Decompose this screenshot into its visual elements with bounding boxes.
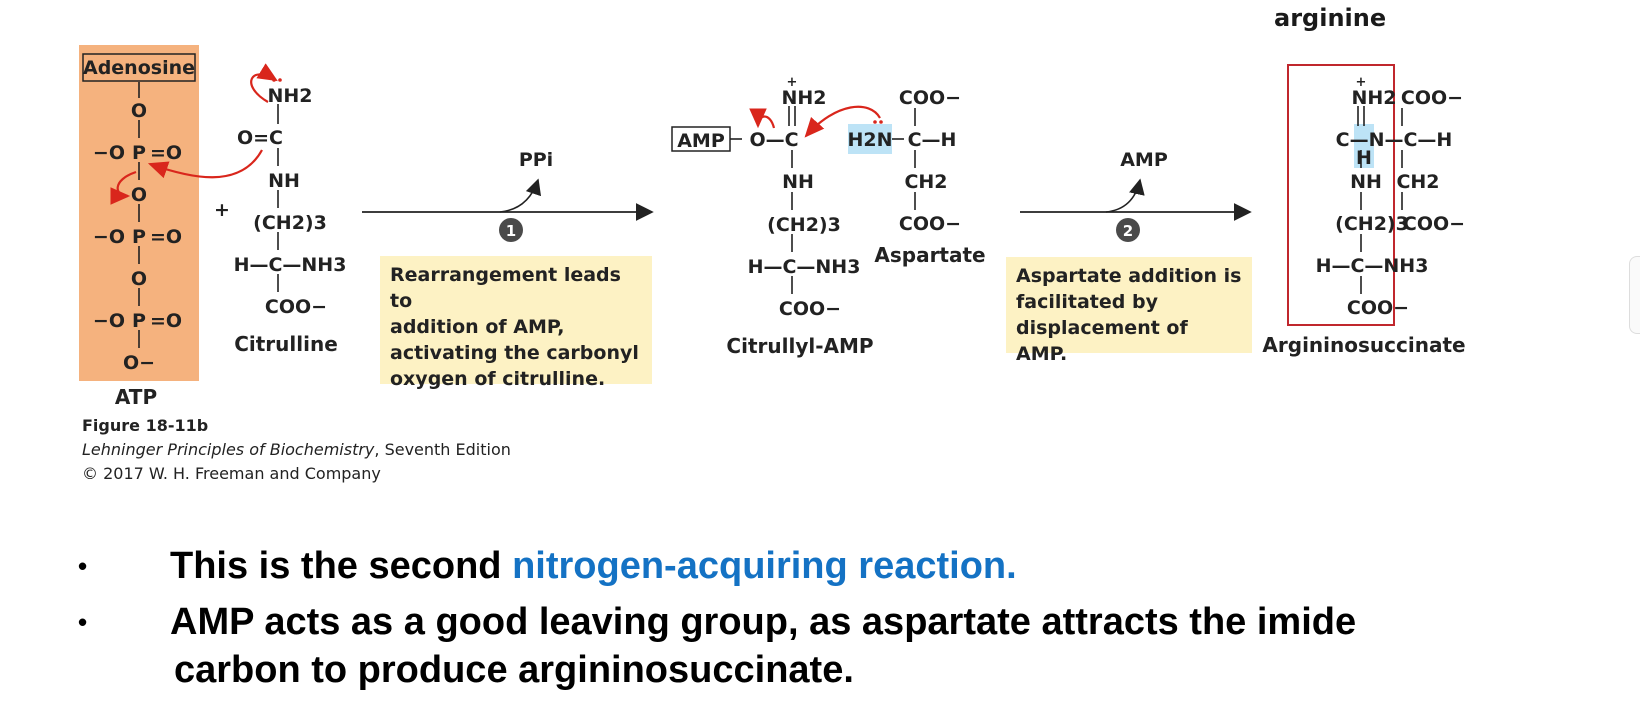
citrullyl-alpha: H—C—NH3 [748, 256, 861, 278]
amp-box-label: AMP [677, 130, 725, 152]
atp-o3: O [131, 268, 147, 290]
atp-ominus1: −O [93, 142, 125, 164]
red-arrow-aspartate-attack [804, 105, 881, 138]
atp-p3: P [132, 310, 146, 332]
arginino-nh: NH [1350, 171, 1382, 193]
aspartate-n-highlight [848, 124, 892, 154]
step1-note-line: Rearrangement leads to [390, 264, 621, 312]
citrullyl-nh: NH [782, 171, 814, 193]
atp-eqo1: =O [150, 142, 182, 164]
step2-number: 2 [1123, 222, 1133, 240]
scroll-handle[interactable] [1629, 256, 1640, 334]
step2-byproduct: AMP [1120, 149, 1168, 171]
bullet-dot: • [78, 551, 88, 581]
red-arrow-carbonyl-to-p [147, 149, 263, 179]
citrulline-coo: COO− [265, 296, 327, 318]
aspartate-name: Aspartate [874, 243, 985, 267]
citrullyl-bonds [788, 106, 796, 294]
arginino-coo-mid: COO− [1403, 213, 1465, 235]
arginine-label: arginine [1274, 4, 1387, 32]
step1-byproduct: PPi [519, 149, 553, 171]
bullet-1-text: This is the second nitrogen-acquiring re… [170, 542, 1017, 590]
citrulline-ch2-3: (CH2)3 [253, 212, 327, 234]
atp-eqo2: =O [150, 226, 182, 248]
citrulline-alpha: H—C—NH3 [234, 254, 347, 276]
svg-text:+: + [1356, 75, 1367, 90]
figure-source: Lehninger Principles of Biochemistry, Se… [82, 440, 511, 459]
argininosuccinate-name: Argininosuccinate [1262, 333, 1465, 357]
bullet-1-plain: This is the second [170, 545, 513, 587]
atp-p2: P [132, 226, 146, 248]
atp-p1: P [132, 142, 146, 164]
arginino-h: H [1356, 147, 1372, 169]
arginino-coo-top: COO− [1401, 87, 1463, 109]
bullet-2-line1: AMP acts as a good leaving group, as asp… [170, 601, 1357, 643]
arginino-ch2: CH2 [1396, 171, 1439, 193]
reaction-diagram: Adenosine O P O P O P O− −O −O −O =O =O … [79, 45, 1466, 409]
atp-ominus2: −O [93, 226, 125, 248]
citrullyl-amp-name: Citrullyl-AMP [726, 334, 873, 358]
citrullyl-ch2-3: (CH2)3 [767, 214, 841, 236]
book-title: Lehninger Principles of Biochemistry [82, 440, 375, 459]
atp-ominus3: −O [93, 310, 125, 332]
red-arrow-nh2 [250, 63, 278, 103]
red-arrow-co-to-o [749, 108, 776, 129]
step1-number-badge [499, 218, 523, 242]
citrullyl-nh2: NH2 [781, 87, 826, 109]
step1-side-arrow [499, 178, 542, 213]
atp-name: ATP [115, 385, 157, 409]
arginino-c-n-c-h: C—N—C—H [1336, 129, 1453, 151]
arginine-n-highlight [1354, 124, 1374, 168]
aspartate-coo-bottom: COO− [899, 213, 961, 235]
citrullyl-oc: O—C [749, 129, 798, 151]
atp-eqo3: =O [150, 310, 182, 332]
step1-number: 1 [506, 222, 516, 240]
step2-note-line: Aspartate addition is [1016, 265, 1242, 287]
aspartate-ch2: CH2 [904, 171, 947, 193]
citrulline-carbonyl: O=C [237, 127, 283, 149]
step1-note-line: oxygen of citrulline. [390, 368, 606, 390]
step2-number-badge [1116, 218, 1140, 242]
step2-note-line: displacement of AMP. [1016, 317, 1188, 365]
arginino-ch2-3: (CH2)3 [1335, 213, 1409, 235]
atp-terminal-o: O− [123, 352, 155, 374]
citrulline-name: Citrulline [234, 332, 338, 356]
bullet-dot: • [78, 607, 88, 637]
aspartate-h2n: H2N [847, 129, 892, 151]
aspartate-coo-top: COO− [899, 87, 961, 109]
bullet-1-highlight: nitrogen-acquiring reaction. [512, 545, 1017, 587]
step1-note: Rearrangement leads to addition of AMP, … [380, 256, 652, 390]
bullet-1: • This is the second nitrogen-acquiring … [78, 542, 1558, 592]
red-arrow-o-bridge [110, 170, 137, 205]
arginino-bonds [1357, 106, 1403, 294]
atp-o2: O [131, 184, 147, 206]
aspartate-ch: C—H [908, 129, 957, 151]
arginine-box [1287, 64, 1395, 326]
step2-side-arrow [1105, 178, 1145, 213]
adenosine-box [82, 53, 196, 82]
citrullyl-coo: COO− [779, 298, 841, 320]
figure-copyright: © 2017 W. H. Freeman and Company [82, 464, 381, 483]
step1-note-line: activating the carbonyl [390, 342, 639, 364]
figure-number: Figure 18-11b [82, 416, 209, 435]
arginino-alpha: H—C—NH3 [1316, 255, 1429, 277]
step2-note: Aspartate addition is facilitated by dis… [1006, 257, 1252, 365]
citrulline-nh2: NH2 [267, 85, 312, 107]
citrulline-nh: NH [268, 170, 300, 192]
arginino-coo: COO− [1347, 297, 1409, 319]
arginino-nh2: NH2 [1351, 87, 1396, 109]
bullet-2-line2: carbon to produce argininosuccinate. [174, 649, 854, 691]
step2-note-line: facilitated by [1016, 291, 1158, 313]
step1-note-line: addition of AMP, [390, 316, 565, 338]
plus-sign: + [214, 199, 230, 221]
svg-text:+: + [787, 75, 798, 90]
book-edition: , Seventh Edition [374, 440, 511, 459]
adenosine-label: Adenosine [83, 57, 195, 79]
atp-o1: O [131, 100, 147, 122]
bullet-2: • AMP acts as a good leaving group, as a… [78, 598, 1558, 698]
